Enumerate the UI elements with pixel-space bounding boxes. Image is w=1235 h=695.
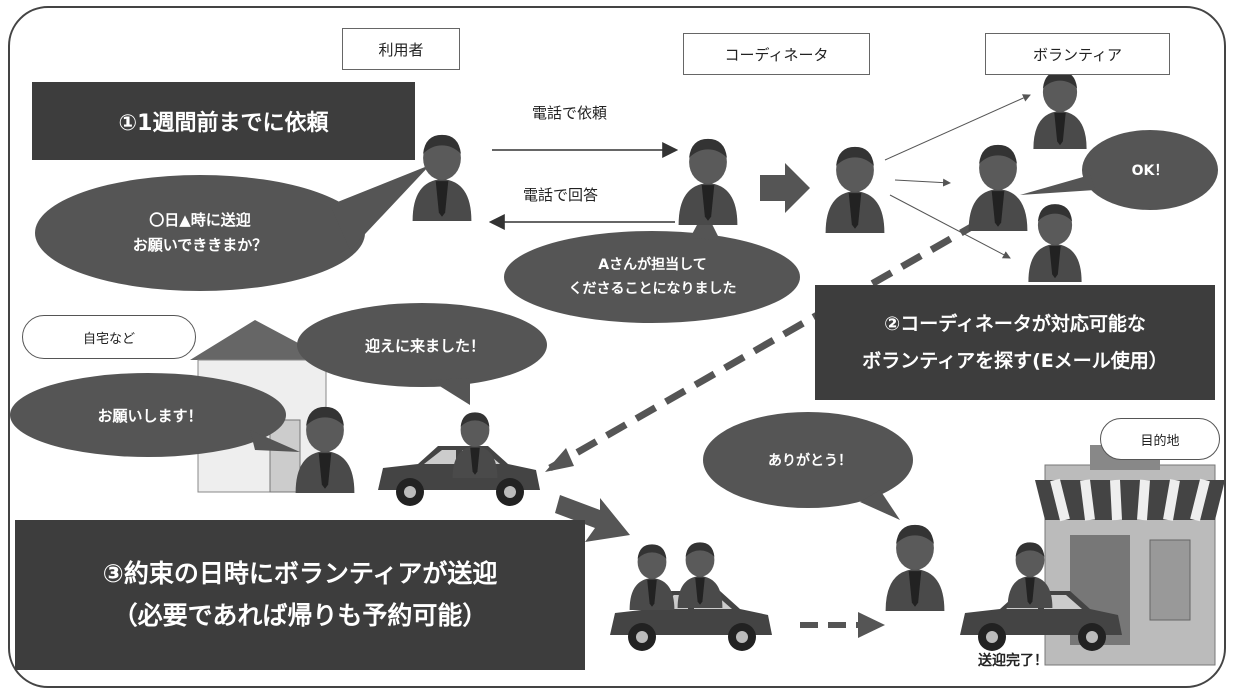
downward-block-arrow — [555, 495, 630, 542]
request-bubble-line2: お願いでききまか？ — [132, 236, 268, 254]
role-label-user: 利用者 — [342, 28, 460, 70]
coordinator-person-2 — [825, 146, 885, 233]
step2-text-line2: ボランティアを探す(Eメール使用） — [862, 349, 1168, 372]
request-bubble-shape — [35, 175, 365, 291]
transport-complete-label: 送迎完了！ — [978, 653, 1048, 669]
assigned-bubble-shape — [504, 231, 800, 323]
home-label: 自宅など — [22, 315, 196, 359]
request-bubble: 〇日▲時に送迎 お願いでききまか？ — [60, 200, 340, 266]
step3-text-line2: （必要であれば帰りも予約可能） — [112, 601, 488, 630]
assigned-bubble-line2: くださることになりました — [568, 281, 737, 297]
please-bubble: お願いします！ — [97, 406, 203, 425]
step3-text-line1: ③約束の日時にボランティアが送迎 — [102, 558, 498, 588]
step2-box: ②コーディネータが対応可能な ボランティアを探す(Eメール使用） — [815, 285, 1215, 400]
shop-illustration — [1035, 445, 1225, 666]
step2-text-line1: ②コーディネータが対応可能な — [884, 313, 1146, 336]
car-driver — [452, 412, 498, 478]
volunteer-person-1 — [1033, 71, 1087, 149]
step1-box: ①1週間前までに依頼 — [32, 82, 415, 160]
request-bubble-line1: 〇日▲時に送迎 — [149, 210, 251, 229]
volunteer-person-3 — [1028, 204, 1082, 282]
forward-block-arrow — [760, 163, 810, 213]
phone-reply-label: 電話で回答 — [523, 186, 599, 204]
step1-text: ①1週間前までに依頼 — [118, 111, 329, 136]
thanks-bubble: ありがとう！ — [768, 453, 852, 469]
ok-bubble: OK！ — [1131, 163, 1169, 179]
role-label-volunteer: ボランティア — [985, 33, 1170, 75]
assigned-bubble-line1: Aさんが担当して — [598, 257, 707, 274]
user-person — [412, 134, 472, 221]
volunteer-person-2 — [968, 144, 1028, 231]
arrived-bubble-shape — [297, 303, 547, 387]
assigned-bubble: Aさんが担当して くださることになりました — [520, 248, 785, 308]
please-bubble-shape — [10, 373, 286, 457]
phone-request-label: 電話で依頼 — [532, 104, 608, 122]
dispatch-dashed-arrow — [548, 218, 982, 472]
user-at-destination-person — [885, 524, 945, 611]
arrived-bubble: 迎えに来ました！ — [364, 336, 485, 355]
coordinator-person — [678, 138, 738, 225]
thanks-bubble-shape — [703, 412, 913, 508]
ok-bubble-shape — [1082, 130, 1218, 210]
role-label-coordinator: コーディネータ — [683, 33, 870, 75]
destination-label: 目的地 — [1100, 418, 1220, 460]
step3-box: ③約束の日時にボランティアが送迎 （必要であれば帰りも予約可能） — [15, 520, 585, 670]
